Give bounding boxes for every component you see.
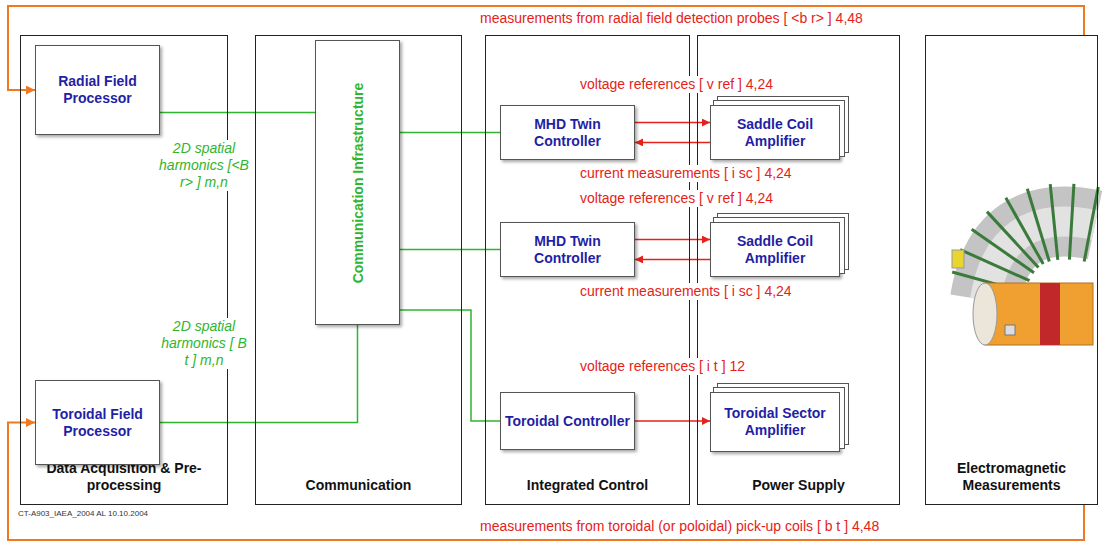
amplifier-box: Saddle Coil Amplifier: [710, 222, 840, 277]
box-label: Toroidal Field Processor: [36, 406, 159, 440]
section-end: [973, 283, 997, 345]
box-label: MHD Twin Controller: [501, 233, 634, 267]
signal-label: current measurements [ i sc ] 4,24: [578, 283, 794, 300]
box-label: Saddle Coil Amplifier: [711, 116, 839, 150]
signal-arrow: [635, 239, 710, 241]
signal-label: voltage references [ v ref ] 4,24: [578, 76, 775, 93]
coil-ring: [1084, 187, 1098, 262]
coil-ring: [972, 229, 1034, 272]
process-box: MHD Twin Controller: [500, 222, 635, 277]
box-label: Toroidal Controller: [501, 413, 634, 430]
coil-ring: [1027, 189, 1049, 262]
layer-panel: Integrated ControlMHD Twin ControllerMHD…: [485, 35, 690, 505]
bus-box: Communication Infrastructure: [315, 40, 400, 325]
process-box: MHD Twin Controller: [500, 105, 635, 160]
layer-title: Data Acquisition & Pre-processing: [25, 460, 223, 494]
signal-label: measurements from toroidal (or poloidal)…: [478, 518, 881, 535]
layer-title: Power Supply: [702, 477, 895, 494]
box-label: Toroidal Sector Amplifier: [711, 405, 839, 439]
signal-label: measurements from radial field detection…: [478, 10, 865, 27]
signal-arrow: [8, 6, 1084, 90]
amplifier-box: Toroidal Sector Amplifier: [710, 392, 840, 452]
port: [1005, 325, 1015, 335]
signal-arrow: [635, 142, 710, 144]
data-link: [160, 112, 315, 114]
box-label: Saddle Coil Amplifier: [711, 233, 839, 267]
process-box: Radial Field Processor: [35, 45, 160, 135]
coil-ring: [1069, 184, 1074, 260]
signal-arrow: [635, 122, 710, 124]
red-band: [1040, 283, 1060, 345]
process-box: Toroidal Controller: [500, 392, 635, 450]
signal-arrow: [635, 259, 710, 261]
signal-arrow: [635, 420, 710, 422]
box-label: MHD Twin Controller: [501, 116, 634, 150]
harmonics-label: 2D spatial harmonics [ B t ] m,n: [156, 318, 252, 369]
layer-title: Integrated Control: [490, 477, 685, 494]
layer-panel: Communication Communication Infrastructur…: [255, 35, 462, 505]
layer-title: Electromagnetic Measurements: [930, 460, 1093, 494]
orange-section: [985, 283, 1093, 345]
field-coils: [952, 184, 1098, 292]
layer-panel: Data Acquisition & Pre-processing Radial …: [20, 35, 228, 505]
coil-ring: [1050, 184, 1058, 260]
layer-panel: Power SupplySaddle Coil AmplifierSaddle …: [697, 35, 900, 505]
layer-panel: Electromagnetic Measurements: [925, 35, 1098, 505]
signal-label: current measurements [ i sc ] 4,24: [578, 165, 794, 182]
box-label: Communication Infrastructure: [350, 82, 366, 283]
harmonics-label: 2D spatial harmonics [<B r> ] m,n: [156, 140, 252, 191]
amplifier-box: Saddle Coil Amplifier: [710, 105, 840, 160]
yellow-port: [952, 250, 964, 268]
layer-title: Communication: [260, 477, 457, 494]
signal-label: voltage references [ i t ] 12: [578, 358, 747, 375]
box-label: Radial Field Processor: [36, 73, 159, 107]
drawing-id: CT-A903_IAEA_2004 AL 10.10.2004: [18, 509, 148, 518]
signal-label: voltage references [ v ref ] 4,24: [578, 190, 775, 207]
process-box: Toroidal Field Processor: [35, 380, 160, 465]
